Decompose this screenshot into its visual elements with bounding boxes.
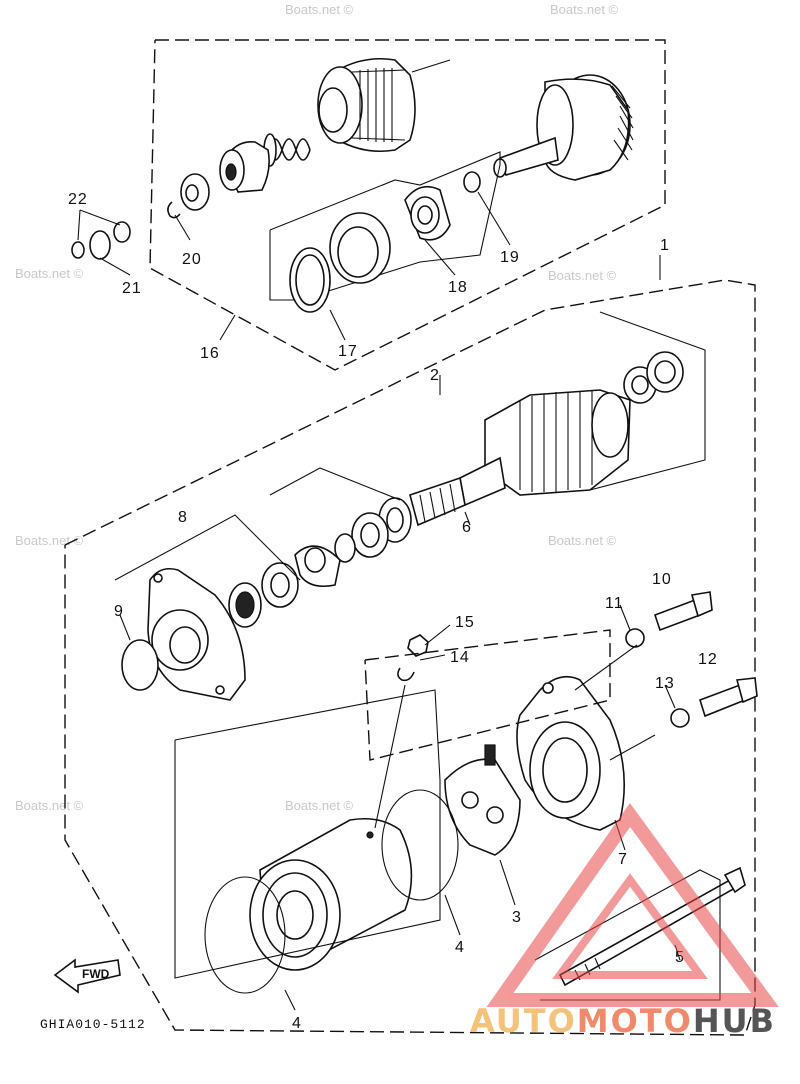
callout-1: 1: [660, 237, 670, 254]
washer-11: [625, 628, 645, 648]
washer-13: [670, 708, 690, 728]
armature: [409, 389, 631, 527]
group-line-8: [114, 514, 301, 581]
planetary-shaft: [493, 74, 634, 181]
callout-17: 17: [338, 343, 358, 360]
yoke-group-box: [174, 689, 441, 979]
brush-holder: [444, 744, 521, 856]
callout-4: 4: [455, 939, 465, 956]
watermark-text: Boats.net ©: [548, 533, 617, 548]
inner-box-17-18: [269, 151, 501, 301]
pinion-gear: [317, 57, 451, 153]
callout-18: 18: [448, 279, 468, 296]
callout-15: 15: [455, 614, 475, 631]
circlip: [463, 171, 481, 193]
lock-washer-14: [397, 667, 415, 682]
callout-5: 5: [675, 949, 685, 966]
brush-washers: [261, 497, 412, 608]
assembly-14-15-boundary: [364, 629, 611, 761]
callout-9: 9: [114, 603, 124, 620]
callout-22: 22: [68, 191, 88, 208]
watermark-text: Boats.net ©: [285, 2, 354, 17]
bolt-10: [653, 591, 713, 632]
armature-group-box: [589, 311, 706, 491]
callout-3: 3: [512, 909, 522, 926]
callout-12: 12: [698, 651, 718, 668]
logo-auto: AUTO: [470, 1002, 577, 1040]
callout-20: 20: [182, 251, 202, 268]
callouts: 1 2 3 4 4 5 6 7 8 9 10 11 12 13 14 15 16…: [68, 191, 718, 1032]
diagram-code: GHIA010-5112: [40, 1017, 146, 1032]
watermark-text: Boats.net ©: [548, 268, 617, 283]
callout-13: 13: [655, 675, 675, 692]
watermark-text: Boats.net ©: [15, 266, 84, 281]
o-ring-front: [204, 876, 286, 994]
logo-text-auto: AUTOMOTOHUB: [470, 1002, 776, 1040]
armature-washers: [623, 351, 684, 404]
logo-hub: HUB: [693, 1002, 776, 1040]
logo-moto: MOTO: [577, 1002, 693, 1040]
callout-2: 2: [430, 367, 440, 384]
watermark-text: Boats.net ©: [285, 798, 354, 813]
callout-16: 16: [200, 345, 220, 362]
logo-triangle-icon: [486, 802, 779, 1007]
callout-7: 7: [618, 851, 628, 868]
fwd-arrow: FWD: [53, 958, 121, 994]
clutch-plate: [404, 185, 451, 241]
spring: [263, 133, 311, 167]
callout-6: 6: [462, 519, 472, 536]
o-ring-rear: [381, 789, 459, 901]
watermark-text: Boats.net ©: [550, 2, 619, 17]
needle-bearing: [228, 582, 262, 628]
rear-cover: [516, 675, 626, 831]
callout-21: 21: [122, 280, 142, 297]
ring-gear: [329, 212, 391, 284]
bearing-ring: [289, 247, 331, 313]
watermark-text: Boats.net ©: [15, 798, 84, 813]
collar: [219, 141, 270, 193]
automotohub-logo: AUTOMOTOHUB: [470, 802, 779, 1040]
callout-14: 14: [450, 649, 470, 666]
yoke: [249, 817, 413, 971]
watermarks: Boats.net © Boats.net © Boats.net © Boat…: [15, 2, 619, 813]
callout-19: 19: [500, 249, 520, 266]
stopper-washer: [167, 173, 210, 219]
callout-10: 10: [652, 571, 672, 588]
callout-11: 11: [605, 595, 624, 612]
nut-washer-set: [71, 209, 131, 260]
bolt-12: [699, 677, 758, 718]
o-ring: [121, 639, 159, 691]
callout-8: 8: [178, 509, 188, 526]
assembly-16-boundary: [149, 39, 666, 371]
callout-4: 4: [292, 1015, 302, 1032]
group-line-washers: [269, 467, 401, 501]
fwd-label: FWD: [82, 967, 110, 981]
front-cover: [147, 567, 246, 701]
